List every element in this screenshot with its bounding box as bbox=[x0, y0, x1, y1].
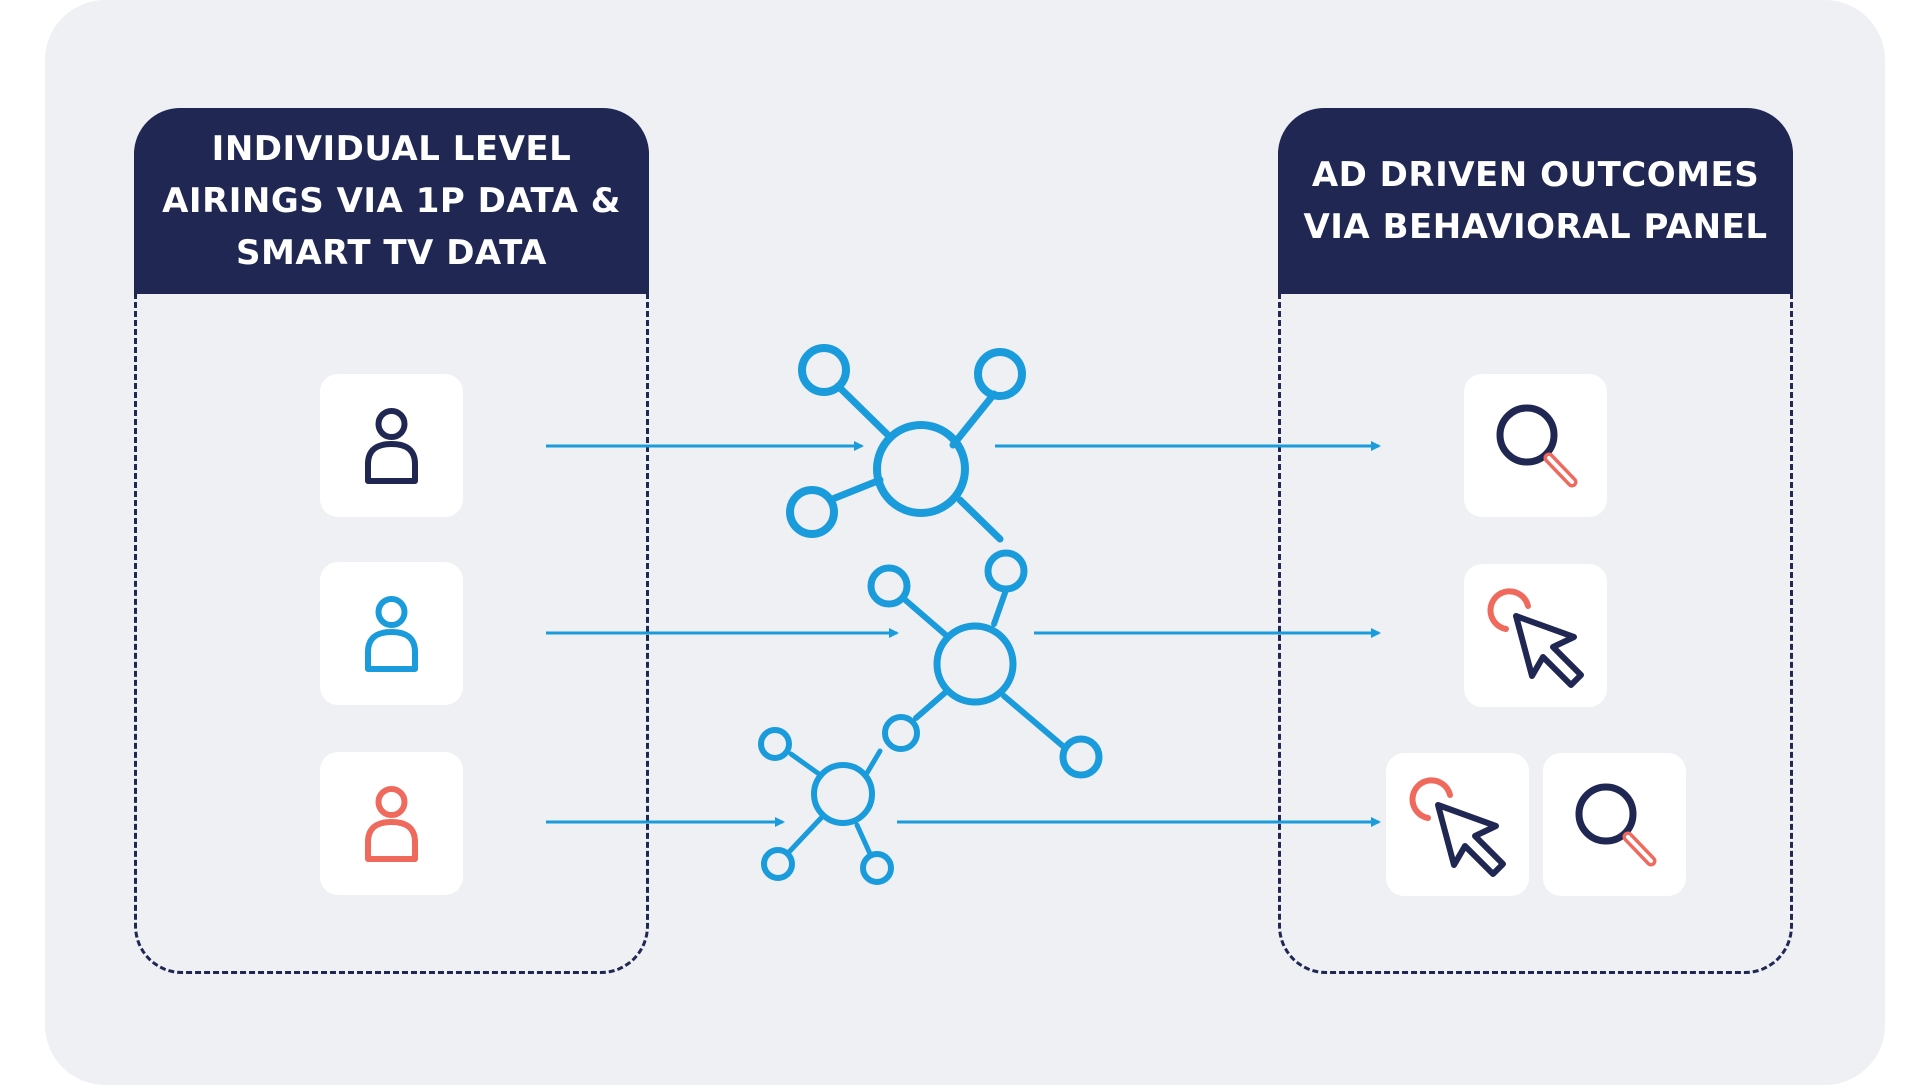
person-icon bbox=[365, 596, 418, 672]
right-panel-title: AD DRIVEN OUTCOMES VIA BEHAVIORAL PANEL bbox=[1303, 155, 1768, 247]
right-panel: AD DRIVEN OUTCOMES VIA BEHAVIORAL PANEL bbox=[1278, 108, 1793, 974]
left-panel: INDIVIDUAL LEVEL AIRINGS VIA 1P DATA & S… bbox=[134, 108, 649, 974]
person-tile bbox=[320, 752, 463, 895]
right-panel-header: AD DRIVEN OUTCOMES VIA BEHAVIORAL PANEL bbox=[1278, 108, 1793, 294]
cursor-click-icon bbox=[1409, 777, 1506, 877]
cursor-click-tile bbox=[1386, 753, 1529, 896]
search-tile bbox=[1464, 374, 1607, 517]
left-panel-title: INDIVIDUAL LEVEL AIRINGS VIA 1P DATA & S… bbox=[162, 129, 621, 273]
left-panel-header: INDIVIDUAL LEVEL AIRINGS VIA 1P DATA & S… bbox=[134, 108, 649, 294]
search-icon bbox=[1575, 783, 1657, 867]
person-tile bbox=[320, 374, 463, 517]
input-arrows bbox=[546, 441, 899, 827]
search-tile bbox=[1543, 753, 1686, 896]
cursor-click-tile bbox=[1464, 564, 1607, 707]
cursor-click-icon bbox=[1487, 588, 1584, 688]
network-icon bbox=[758, 344, 1103, 885]
search-icon bbox=[1496, 404, 1578, 488]
output-arrows bbox=[897, 441, 1381, 827]
person-tile bbox=[320, 562, 463, 705]
person-icon bbox=[365, 408, 418, 484]
person-icon bbox=[365, 786, 418, 862]
